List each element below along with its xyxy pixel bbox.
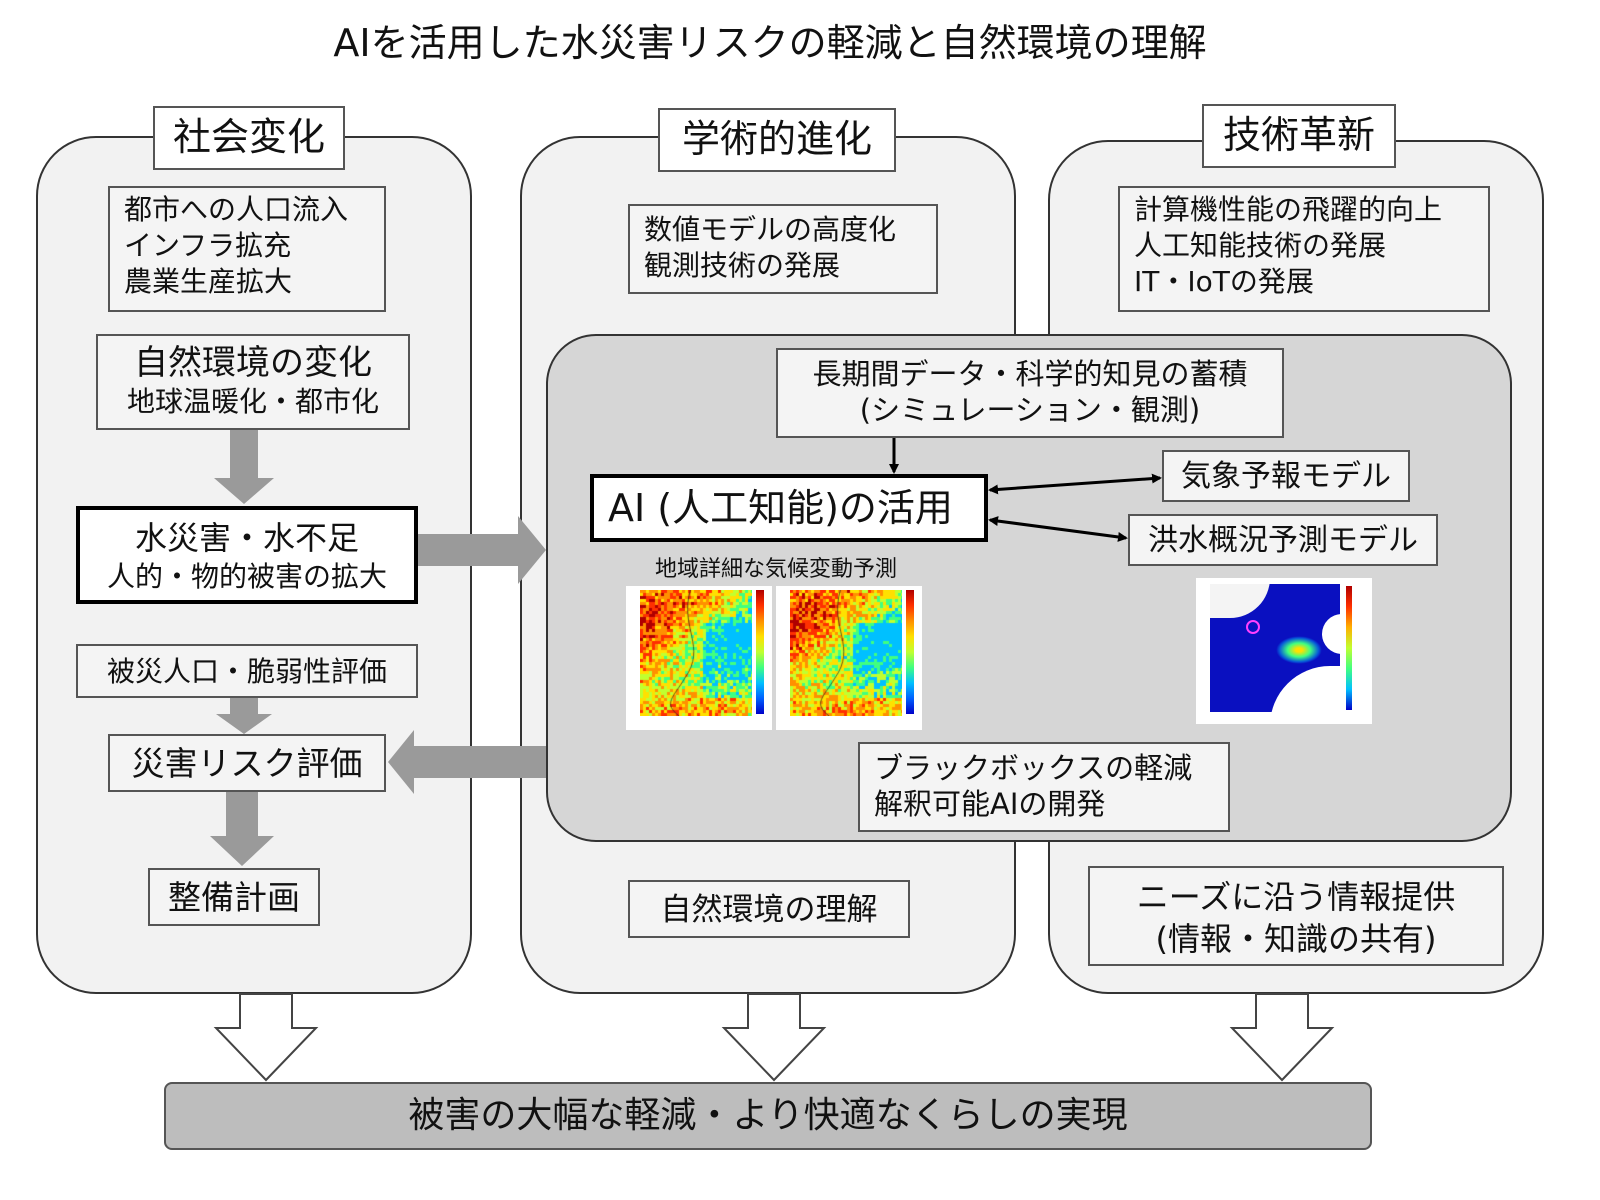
- flood-cluster: [1276, 636, 1322, 664]
- climate-heatmap: [640, 590, 752, 716]
- climate-heatmap: [790, 590, 902, 716]
- info-provision-detail: (情報・知識の共有): [1155, 920, 1437, 958]
- accumulated-data-detail: (シミュレーション・観測): [859, 393, 1201, 427]
- down-arrow-environment-to-disaster: [214, 430, 274, 504]
- down-arrow-risk-to-planning: [210, 792, 274, 866]
- location-marker: [1246, 620, 1260, 634]
- water-disaster-title: 水災害・水不足: [134, 519, 359, 557]
- environment-change-detail: 地球温暖化・都市化: [126, 385, 379, 418]
- tech-innovation-item: 人工知能技術の発展: [1134, 229, 1387, 262]
- academic-advance-item: 観測技術の発展: [644, 249, 841, 282]
- accumulated-data-box: 長期間データ・科学的知見の蓄積 (シミュレーション・観測): [776, 348, 1284, 438]
- tech-innovations-box: 計算機性能の飛躍的向上 人工知能技術の発展 IT・IoTの発展: [1118, 186, 1490, 312]
- flood-forecast-model-box: 洪水概況予測モデル: [1128, 514, 1438, 566]
- down-arrow-exposure-to-risk: [216, 698, 272, 734]
- accumulated-data-title: 長期間データ・科学的知見の蓄積: [812, 357, 1248, 391]
- development-plan-box: 整備計画: [148, 868, 320, 926]
- climate-map-left: [626, 586, 772, 730]
- tech-innovation-item: 計算機性能の飛躍的向上: [1134, 193, 1443, 226]
- hollow-down-arrow-academic: [721, 993, 827, 1082]
- weather-forecast-model-box: 気象予報モデル: [1162, 450, 1410, 502]
- climate-map-right: [776, 586, 922, 730]
- info-provision-title: ニーズに沿う情報提供: [1136, 878, 1456, 916]
- water-disaster-detail: 人的・物的被害の拡大: [106, 560, 387, 593]
- risk-assessment-box: 災害リスク評価: [108, 734, 386, 792]
- climate-projection-caption: 地域詳細な気候変動予測: [654, 557, 897, 582]
- academic-progress-header: 学術的進化: [658, 108, 896, 172]
- hollow-down-arrow-technology: [1229, 993, 1335, 1082]
- social-driver-item: 農業生産拡大: [124, 265, 293, 298]
- social-drivers-box: 都市への人口流入 インフラ拡充 農業生産拡大: [108, 186, 386, 312]
- explainable-ai-detail: 解釈可能AIの開発: [874, 787, 1106, 821]
- tech-innovation-header: 技術革新: [1202, 104, 1396, 168]
- diagram-title: AIを活用した水災害リスクの軽減と自然環境の理解: [333, 21, 1207, 65]
- explainable-ai-box: ブラックボックスの軽減 解釈可能AIの開発: [858, 742, 1230, 832]
- flood-colorbar: [1346, 586, 1352, 710]
- nature-understanding-box: 自然環境の理解: [628, 880, 910, 938]
- social-driver-item: 都市への人口流入: [124, 193, 349, 226]
- tech-innovation-item: IT・IoTの発展: [1134, 265, 1314, 298]
- academic-advances-box: 数値モデルの高度化 観測技術の発展: [628, 204, 938, 294]
- ai-utilization-box: AI (人工知能)の活用: [590, 474, 988, 542]
- hollow-down-arrow-social: [213, 993, 319, 1082]
- arrow-ai-weather: [988, 473, 1162, 495]
- water-disaster-box: 水災害・水不足 人的・物的被害の拡大: [76, 506, 418, 604]
- academic-advance-item: 数値モデルの高度化: [644, 213, 897, 246]
- environment-change-box: 自然環境の変化 地球温暖化・都市化: [96, 334, 410, 430]
- left-arrow-ai-to-risk: [388, 730, 546, 794]
- info-provision-box: ニーズに沿う情報提供 (情報・知識の共有): [1088, 866, 1504, 966]
- colorbar: [906, 590, 914, 714]
- social-driver-item: インフラ拡充: [124, 229, 292, 262]
- flood-map-plot: [1210, 584, 1340, 712]
- explainable-ai-title: ブラックボックスの軽減: [874, 751, 1193, 785]
- arrow-ai-flood: [988, 516, 1128, 542]
- flood-map: [1196, 578, 1372, 724]
- sea-area: [1322, 614, 1340, 654]
- environment-change-title: 自然環境の変化: [134, 343, 372, 383]
- social-change-header: 社会変化: [153, 106, 345, 170]
- overall-goal-bar: 被害の大幅な軽減・より快適なくらしの実現: [164, 1082, 1372, 1150]
- exposure-assessment-box: 被災人口・脆弱性評価: [76, 644, 418, 698]
- right-arrow-disaster-to-ai: [418, 516, 546, 584]
- colorbar: [756, 590, 764, 714]
